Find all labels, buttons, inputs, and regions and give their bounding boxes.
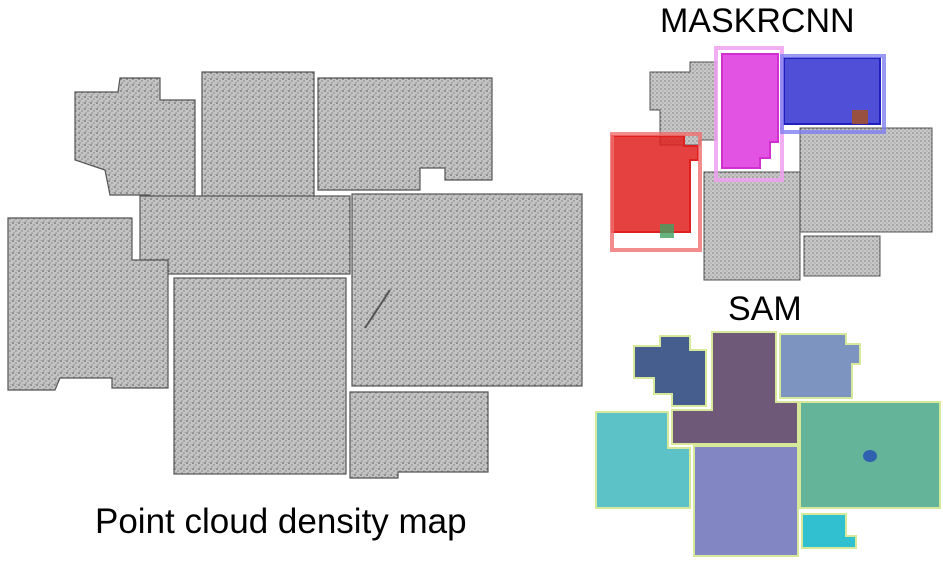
sam-segment-dark-blue (633, 335, 707, 407)
room-bottom-right (349, 391, 489, 479)
room-right (351, 193, 583, 387)
sam-segment-purple (671, 331, 799, 445)
maskrcnn-title: MASKRCNN (660, 2, 855, 40)
sam-segment-periwinkle (693, 445, 799, 557)
maskrcnn-panel (610, 46, 933, 281)
room-top-center (201, 71, 315, 221)
feature-line (364, 289, 391, 329)
sam-small-blob (863, 450, 877, 462)
mask-green (660, 224, 674, 238)
mask-magenta (721, 53, 779, 169)
room-center-corridor (139, 195, 351, 275)
mask-red (611, 135, 699, 233)
density-map (7, 71, 583, 479)
room-left (7, 217, 169, 391)
mask-brown (852, 110, 868, 124)
sam-segment-cyan (595, 411, 691, 509)
room-bottom-center (173, 277, 347, 475)
sam-panel (595, 331, 941, 557)
room-top-right (317, 77, 493, 191)
room-top-left (74, 77, 196, 211)
sam-segment-light-blue (779, 333, 861, 399)
maskrcnn-rooms (649, 61, 933, 281)
sam-segment-bright-cyan (801, 513, 857, 549)
box-red (610, 132, 702, 252)
density-map-caption: Point cloud density map (95, 502, 467, 541)
sam-title: SAM (728, 290, 802, 328)
box-blue (780, 54, 886, 134)
